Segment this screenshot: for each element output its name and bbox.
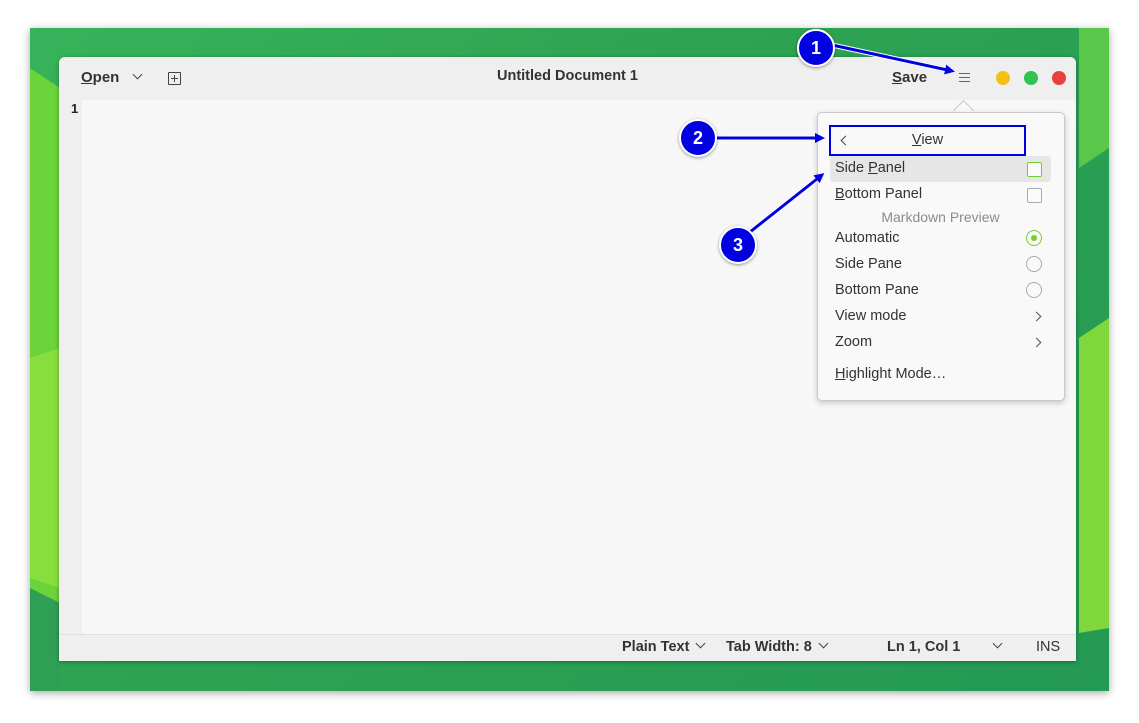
chevron-right-icon [1031, 337, 1042, 348]
save-label: ave [902, 69, 928, 86]
desktop-wallpaper-shapes [30, 28, 1109, 691]
tab-width-label: Tab Width: 8 [726, 639, 812, 655]
close-button[interactable] [1052, 71, 1066, 85]
header-bar: Open Untitled Document 1 Save [59, 57, 1076, 100]
view-mode-label: View mode [835, 308, 907, 324]
bottom-panel-accel: B [835, 186, 845, 202]
side-panel-accel: P [868, 160, 878, 176]
menu-item-bottom-pane[interactable]: Bottom Pane [830, 277, 1051, 303]
bottom-pane-label: Bottom Pane [835, 282, 919, 298]
window-title: Untitled Document 1 [497, 68, 638, 84]
chevron-down-icon [992, 638, 1003, 649]
hamburger-icon[interactable] [959, 72, 970, 83]
view-label-rest: iew [921, 132, 944, 148]
side-pane-radio[interactable] [1026, 256, 1042, 272]
save-accel: S [892, 69, 903, 86]
menu-item-highlight-mode[interactable]: Highlight Mode… [830, 361, 1051, 387]
bottom-panel-label-rest: ottom Panel [844, 186, 923, 202]
side-panel-checkbox[interactable] [1027, 162, 1042, 177]
menu-item-bottom-panel[interactable]: Bottom Panel [830, 182, 1051, 208]
zoom-label: Zoom [835, 334, 873, 350]
menu-back-button[interactable]: View [829, 125, 1026, 156]
menu-item-automatic[interactable]: Automatic [830, 225, 1051, 251]
insert-mode-indicator: INS [1036, 639, 1061, 655]
annotation-badge-3: 3 [719, 226, 757, 264]
chevron-right-icon [1031, 311, 1042, 322]
side-pane-label: Side Pane [835, 256, 902, 272]
new-tab-icon[interactable] [168, 72, 181, 85]
side-panel-label-post: anel [877, 160, 906, 176]
tab-width-selector[interactable]: Tab Width: 8 [726, 638, 829, 655]
chevron-down-icon [818, 638, 829, 649]
open-accel: O [81, 69, 93, 86]
save-button[interactable]: Save [892, 68, 927, 88]
menu-item-side-pane[interactable]: Side Pane [830, 251, 1051, 277]
maximize-button[interactable] [1024, 71, 1038, 85]
highlight-label-rest: ighlight Mode… [845, 366, 947, 382]
side-panel-label-pre: Side [835, 160, 869, 176]
minimize-button[interactable] [996, 71, 1010, 85]
menu-item-view-mode[interactable]: View mode [830, 303, 1051, 329]
cursor-position-selector[interactable]: Ln 1, Col 1 [887, 638, 1003, 655]
automatic-radio[interactable] [1026, 230, 1042, 246]
menu-item-zoom[interactable]: Zoom [830, 329, 1051, 355]
status-bar: Plain Text Tab Width: 8 Ln 1, Col 1 INS [59, 634, 1076, 661]
side-panel-label: Side Panel [835, 160, 905, 176]
menu-item-side-panel[interactable]: Side Panel [830, 156, 1051, 182]
bottom-panel-label: Bottom Panel [835, 186, 922, 202]
open-label: pen [92, 69, 120, 86]
highlight-accel: H [835, 366, 846, 382]
bottom-pane-radio[interactable] [1026, 282, 1042, 298]
annotation-badge-2: 2 [679, 119, 717, 157]
automatic-label: Automatic [835, 230, 900, 246]
highlight-mode-label: Highlight Mode… [835, 366, 946, 382]
cursor-position-label: Ln 1, Col 1 [887, 639, 961, 655]
line-number: 1 [71, 101, 79, 116]
chevron-down-icon [695, 638, 706, 649]
view-accel: V [911, 132, 922, 148]
section-label-markdown-preview: Markdown Preview [881, 209, 1000, 225]
annotation-badge-1: 1 [797, 29, 835, 67]
open-button[interactable]: Open [81, 68, 142, 88]
language-label: Plain Text [622, 639, 690, 655]
line-number-gutter [59, 100, 82, 634]
language-selector[interactable]: Plain Text [622, 638, 706, 655]
menu-back-label: View [831, 132, 1024, 148]
bottom-panel-checkbox[interactable] [1027, 188, 1042, 203]
